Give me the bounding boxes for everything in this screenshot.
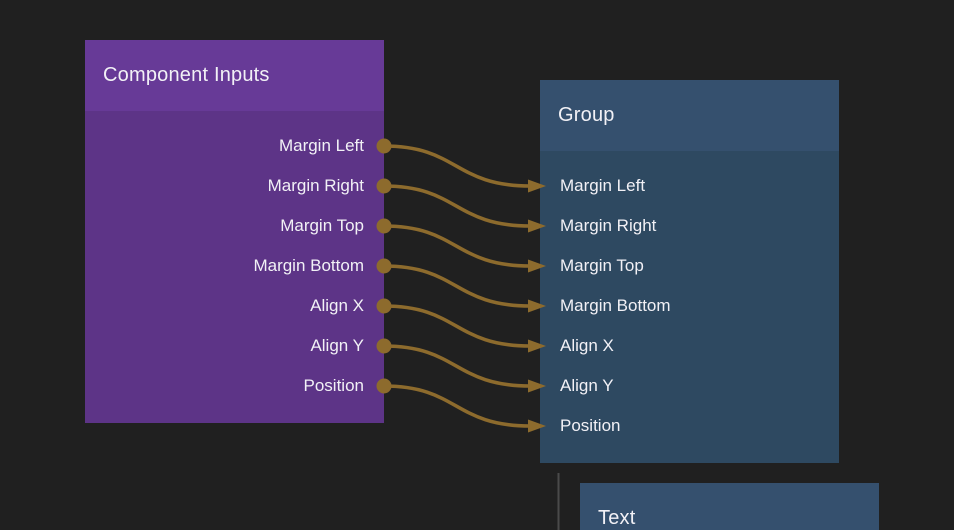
node-text[interactable]: Text: [580, 483, 879, 530]
node-header-group[interactable]: Group: [540, 80, 839, 151]
input-port-row[interactable]: Position: [540, 406, 839, 446]
port-label: Margin Right: [267, 176, 364, 195]
node-header-component-inputs[interactable]: Component Inputs: [85, 40, 384, 111]
output-port-row[interactable]: Margin Top: [85, 206, 384, 246]
connection-wire[interactable]: [383, 264, 531, 308]
port-label: Align X: [560, 336, 614, 355]
node-header-text[interactable]: Text: [580, 483, 879, 530]
port-label: Margin Left: [560, 176, 646, 195]
connection-wire[interactable]: [383, 304, 531, 348]
output-port-row[interactable]: Align Y: [85, 326, 384, 366]
connection-wire[interactable]: [383, 184, 531, 228]
connection-wire[interactable]: [383, 144, 531, 188]
input-port-row[interactable]: Margin Bottom: [540, 286, 839, 326]
output-port-row[interactable]: Margin Right: [85, 166, 384, 206]
input-port-row[interactable]: Margin Top: [540, 246, 839, 286]
node-title: Component Inputs: [103, 64, 270, 86]
port-label: Align Y: [560, 376, 614, 395]
port-label: Position: [560, 416, 621, 435]
port-label: Margin Left: [278, 136, 364, 155]
port-label: Margin Right: [560, 216, 657, 235]
connection-wire[interactable]: [383, 224, 531, 268]
input-port-row[interactable]: Margin Left: [540, 166, 839, 206]
input-port-row[interactable]: Align Y: [540, 366, 839, 406]
port-label: Position: [303, 376, 364, 395]
output-port-row[interactable]: Margin Bottom: [85, 246, 384, 286]
input-port-row[interactable]: Margin Right: [540, 206, 839, 246]
connection-wire[interactable]: [383, 384, 531, 428]
output-port-row[interactable]: Align X: [85, 286, 384, 326]
node-title: Group: [558, 104, 615, 126]
output-port-row[interactable]: Margin Left: [85, 126, 384, 166]
node-title: Text: [598, 507, 636, 529]
port-label: Margin Bottom: [253, 256, 364, 275]
output-port-row[interactable]: Position: [85, 366, 384, 406]
input-port-row[interactable]: Align X: [540, 326, 839, 366]
port-label: Align Y: [310, 336, 364, 355]
connection-wire[interactable]: [383, 344, 531, 388]
port-label: Margin Top: [280, 216, 364, 235]
port-label: Margin Bottom: [560, 296, 671, 315]
port-label: Margin Top: [560, 256, 644, 275]
port-label: Align X: [310, 296, 364, 315]
